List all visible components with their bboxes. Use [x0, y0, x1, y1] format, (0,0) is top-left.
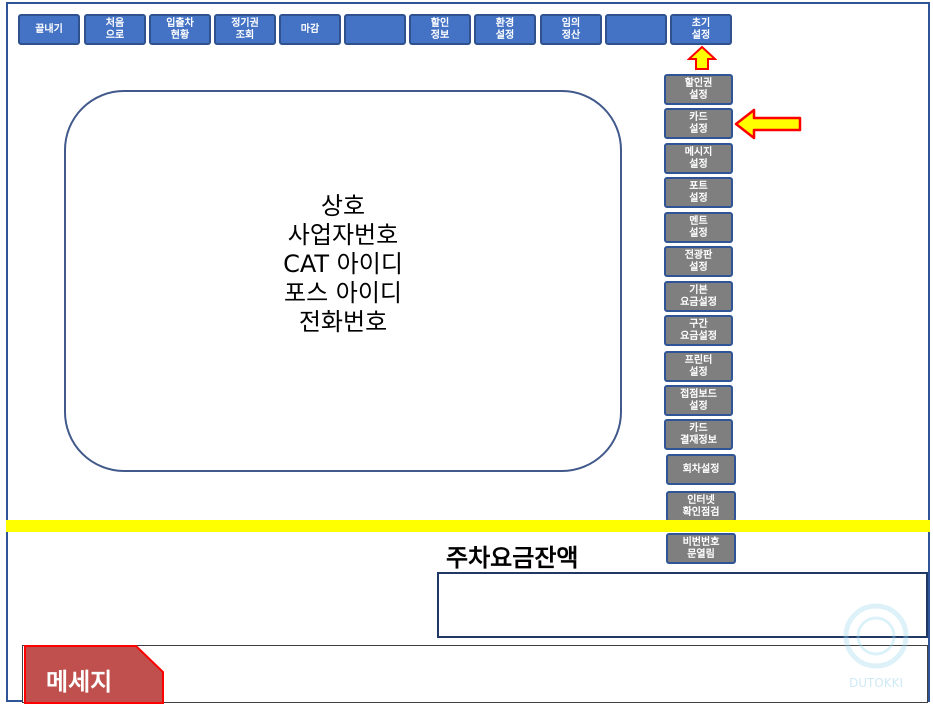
message-area	[22, 645, 928, 703]
message-label: 메세지	[46, 668, 113, 696]
parking-fee-balance-label: 주차요금잔액	[446, 544, 579, 572]
side-item-basic-fee-settings[interactable]: 기본 요금설정	[664, 281, 733, 312]
pos-id-label: 포스 아이디	[283, 279, 403, 307]
side-item-card-settings[interactable]: 카드 설정	[664, 108, 733, 139]
environment-settings-button[interactable]: 환경 설정	[474, 14, 536, 45]
business-info-text: 상호 사업자번호 CAT 아이디 포스 아이디 전화번호	[64, 192, 622, 337]
side-item-interval-fee-settings[interactable]: 구간 요금설정	[664, 315, 733, 346]
side-item-return-settings[interactable]: 회차설정	[666, 454, 736, 485]
season-pass-lookup-button[interactable]: 정기권 조회	[214, 14, 276, 45]
side-item-password-door-open[interactable]: 비번번호 문열림	[666, 533, 736, 564]
arrow-up-icon	[687, 45, 717, 70]
cat-id-label: CAT 아이디	[283, 250, 403, 278]
manual-settlement-button[interactable]: 임의 정산	[540, 14, 602, 45]
business-info-panel	[64, 90, 622, 472]
closing-button[interactable]: 마감	[279, 14, 341, 45]
home-button[interactable]: 처음 으로	[84, 14, 146, 45]
watermark-logo	[843, 603, 909, 669]
empty-menu-button-2[interactable]	[605, 14, 667, 45]
discount-info-button[interactable]: 할인 정보	[409, 14, 471, 45]
phone-number-label: 전화번호	[298, 308, 388, 336]
side-item-display-board-settings[interactable]: 전광판 설정	[664, 246, 733, 277]
side-item-announcement-settings[interactable]: 멘트 설정	[664, 212, 733, 243]
side-item-card-payment-info[interactable]: 카드 결재정보	[664, 419, 733, 450]
empty-menu-button-1[interactable]	[344, 14, 406, 45]
side-item-internet-check[interactable]: 인터넷 확인점검	[666, 491, 736, 522]
parking-fee-balance-display	[437, 572, 928, 638]
side-item-printer-settings[interactable]: 프린터 설정	[664, 351, 733, 382]
side-item-port-settings[interactable]: 포트 설정	[664, 177, 733, 208]
business-number-label: 사업자번호	[287, 221, 399, 249]
exit-button[interactable]: 끝내기	[18, 14, 80, 45]
divider-line	[6, 520, 930, 532]
arrow-left-icon	[734, 108, 802, 140]
watermark-text: DUTOKKI	[848, 676, 904, 690]
side-item-message-settings[interactable]: 메시지 설정	[664, 143, 733, 174]
side-item-discount-ticket[interactable]: 할인권 설정	[664, 74, 733, 105]
initial-settings-button[interactable]: 초기 설정	[670, 14, 732, 45]
side-item-contact-board-settings[interactable]: 접점보드 설정	[664, 385, 733, 416]
entry-exit-status-button[interactable]: 입출차 현황	[149, 14, 211, 45]
message-tab	[24, 645, 164, 704]
business-name-label: 상호	[320, 192, 366, 220]
